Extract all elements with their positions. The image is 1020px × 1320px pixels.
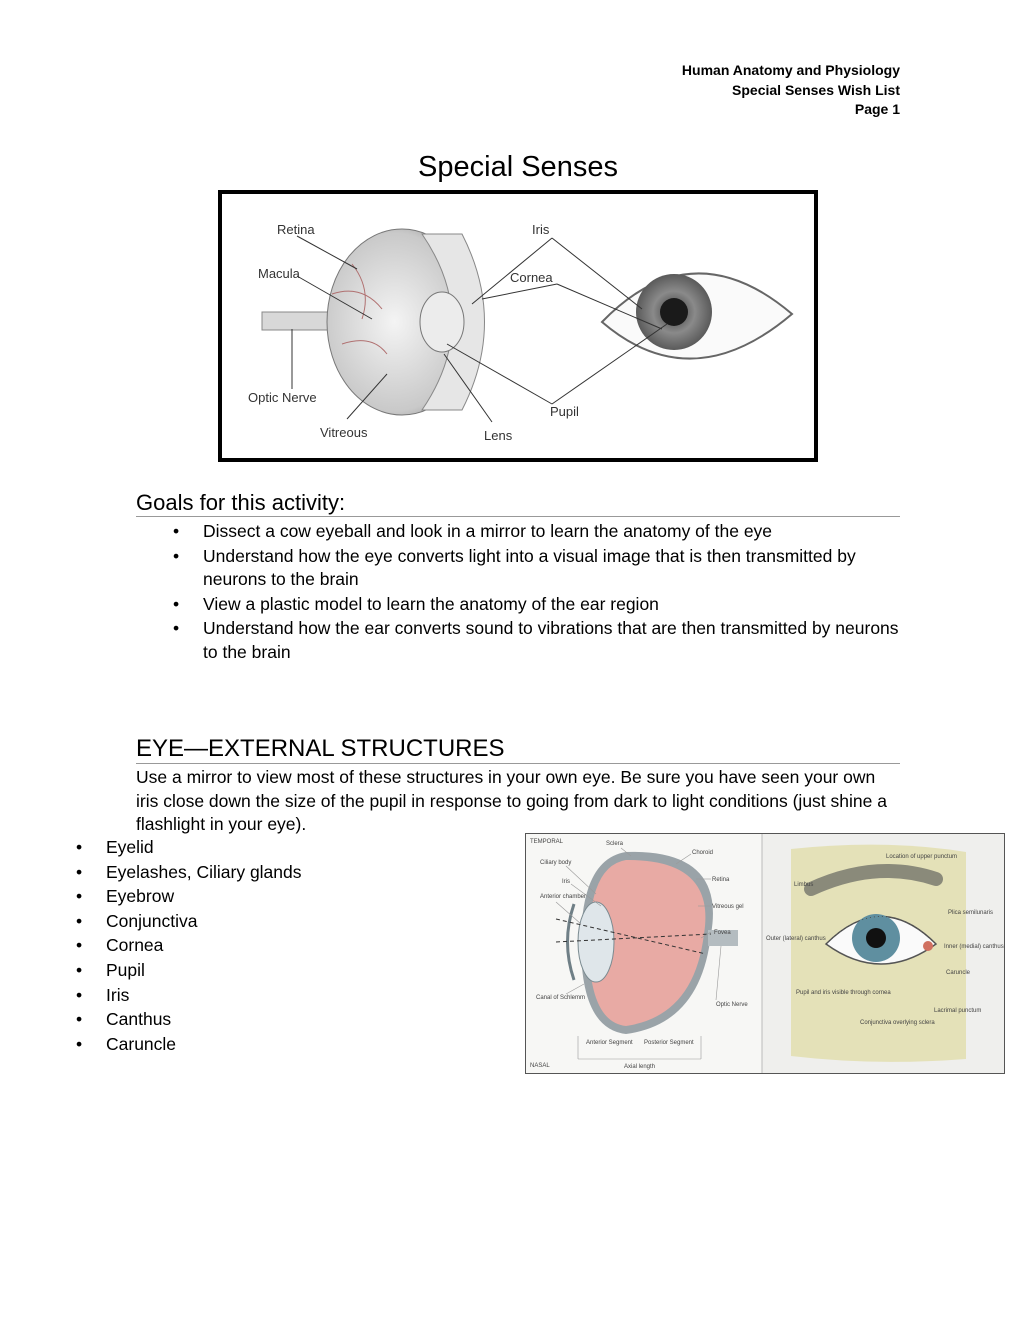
eye-structures-figure: TEMPORAL NASAL Sclera Choroid Ciliary bo…: [525, 833, 1005, 1074]
label-nasal: NASAL: [530, 1063, 550, 1069]
label-optic-nerve-2: Optic Nerve: [716, 1002, 748, 1008]
label-axial-length: Axial length: [624, 1064, 655, 1070]
label-retina: Retina: [277, 222, 315, 237]
label-pupil: Pupil: [550, 404, 579, 419]
external-structures-list: Eyelid Eyelashes, Ciliary glands Eyebrow…: [70, 835, 302, 1056]
eyelashes-shape: [825, 916, 937, 945]
document-subtitle: Special Senses Wish List: [732, 81, 900, 98]
structure-item: Eyelid: [70, 835, 302, 860]
pupil-shape-2: [866, 928, 886, 948]
goal-item: Dissect a cow eyeball and look in a mirr…: [166, 520, 906, 544]
goal-item: Understand how the eye converts light in…: [166, 545, 906, 592]
eyebrow-shape: [804, 864, 943, 896]
structure-item: Eyelashes, Ciliary glands: [70, 860, 302, 885]
leader-lines-2: [555, 847, 722, 1060]
eye-structures-diagram: TEMPORAL NASAL Sclera Choroid Ciliary bo…: [526, 834, 1004, 1073]
lens-shape-2: [577, 901, 615, 983]
label-lens: Lens: [484, 428, 513, 443]
label-limbus: Limbus: [794, 882, 813, 888]
structure-item: Conjunctiva: [70, 909, 302, 934]
label-lacrimal-punctum: Lacrimal punctum: [934, 1008, 981, 1014]
label-inner-canthus: Inner (medial) canthus: [944, 944, 1004, 950]
label-macula: Macula: [258, 266, 301, 281]
structure-item: Cornea: [70, 933, 302, 958]
label-vitreous-gel: Vitreous gel: [712, 904, 744, 910]
pupil-shape: [660, 298, 688, 326]
page-header: Human Anatomy and Physiology Special Sen…: [682, 61, 900, 120]
goals-heading: Goals for this activity:: [136, 490, 900, 517]
label-canal-of-schlemm: Canal of Schlemm: [536, 995, 585, 1001]
page-title: Special Senses: [418, 151, 618, 183]
structure-item: Iris: [70, 983, 302, 1008]
label-fovea: Fovea: [714, 930, 731, 936]
label-iris-2: Iris: [562, 879, 570, 885]
label-vitreous: Vitreous: [320, 425, 368, 440]
external-structures-heading: EYE—EXTERNAL STRUCTURES: [136, 734, 900, 764]
goal-item: View a plastic model to learn the anatom…: [166, 593, 906, 617]
course-title: Human Anatomy and Physiology: [681, 62, 900, 78]
external-structures-intro: Use a mirror to view most of these struc…: [136, 767, 887, 834]
structure-item: Pupil: [70, 958, 302, 983]
label-plica: Plica semilunaris: [948, 910, 993, 916]
vitreous-shape: [589, 859, 706, 1026]
light-ray: [555, 918, 707, 955]
label-retina-2: Retina: [712, 877, 730, 883]
label-anterior-chamber: Anterior chamber: [540, 894, 586, 900]
eye-anatomy-diagram: Retina Macula Optic Nerve Vitreous Iris …: [248, 222, 794, 443]
label-optic-nerve: Optic Nerve: [248, 390, 317, 405]
structure-item: Caruncle: [70, 1032, 302, 1057]
label-conjunctiva: Conjunctiva overlying sclera: [860, 1020, 935, 1026]
label-temporal: TEMPORAL: [530, 839, 564, 845]
lens-shape: [419, 291, 465, 353]
structure-item: Canthus: [70, 1007, 302, 1032]
label-choroid: Choroid: [692, 850, 713, 856]
label-anterior-segment: Anterior Segment: [586, 1040, 633, 1046]
label-outer-canthus: Outer (lateral) canthus: [766, 936, 826, 942]
label-pupil-iris: Pupil and iris visible through cornea: [796, 990, 891, 996]
label-iris: Iris: [532, 222, 550, 237]
label-sclera: Sclera: [606, 841, 624, 847]
axis-line: [555, 933, 712, 943]
label-ciliary-body: Ciliary body: [540, 860, 571, 866]
goal-item: Understand how the ear converts sound to…: [166, 617, 906, 664]
structure-item: Eyebrow: [70, 884, 302, 909]
label-cornea: Cornea: [510, 270, 553, 285]
cornea-shape: [566, 903, 576, 981]
optic-nerve-shape-2: [708, 930, 738, 946]
label-caruncle: Caruncle: [946, 970, 971, 976]
goals-list: Dissect a cow eyeball and look in a mirr…: [166, 520, 906, 665]
caruncle-shape: [923, 941, 933, 951]
label-upper-punctum: Location of upper punctum: [886, 854, 957, 860]
leader-lines: [291, 235, 668, 423]
page-number: Page 1: [854, 101, 900, 117]
label-posterior-segment: Posterior Segment: [644, 1040, 694, 1046]
eye-anatomy-figure: Retina Macula Optic Nerve Vitreous Iris …: [218, 190, 818, 462]
